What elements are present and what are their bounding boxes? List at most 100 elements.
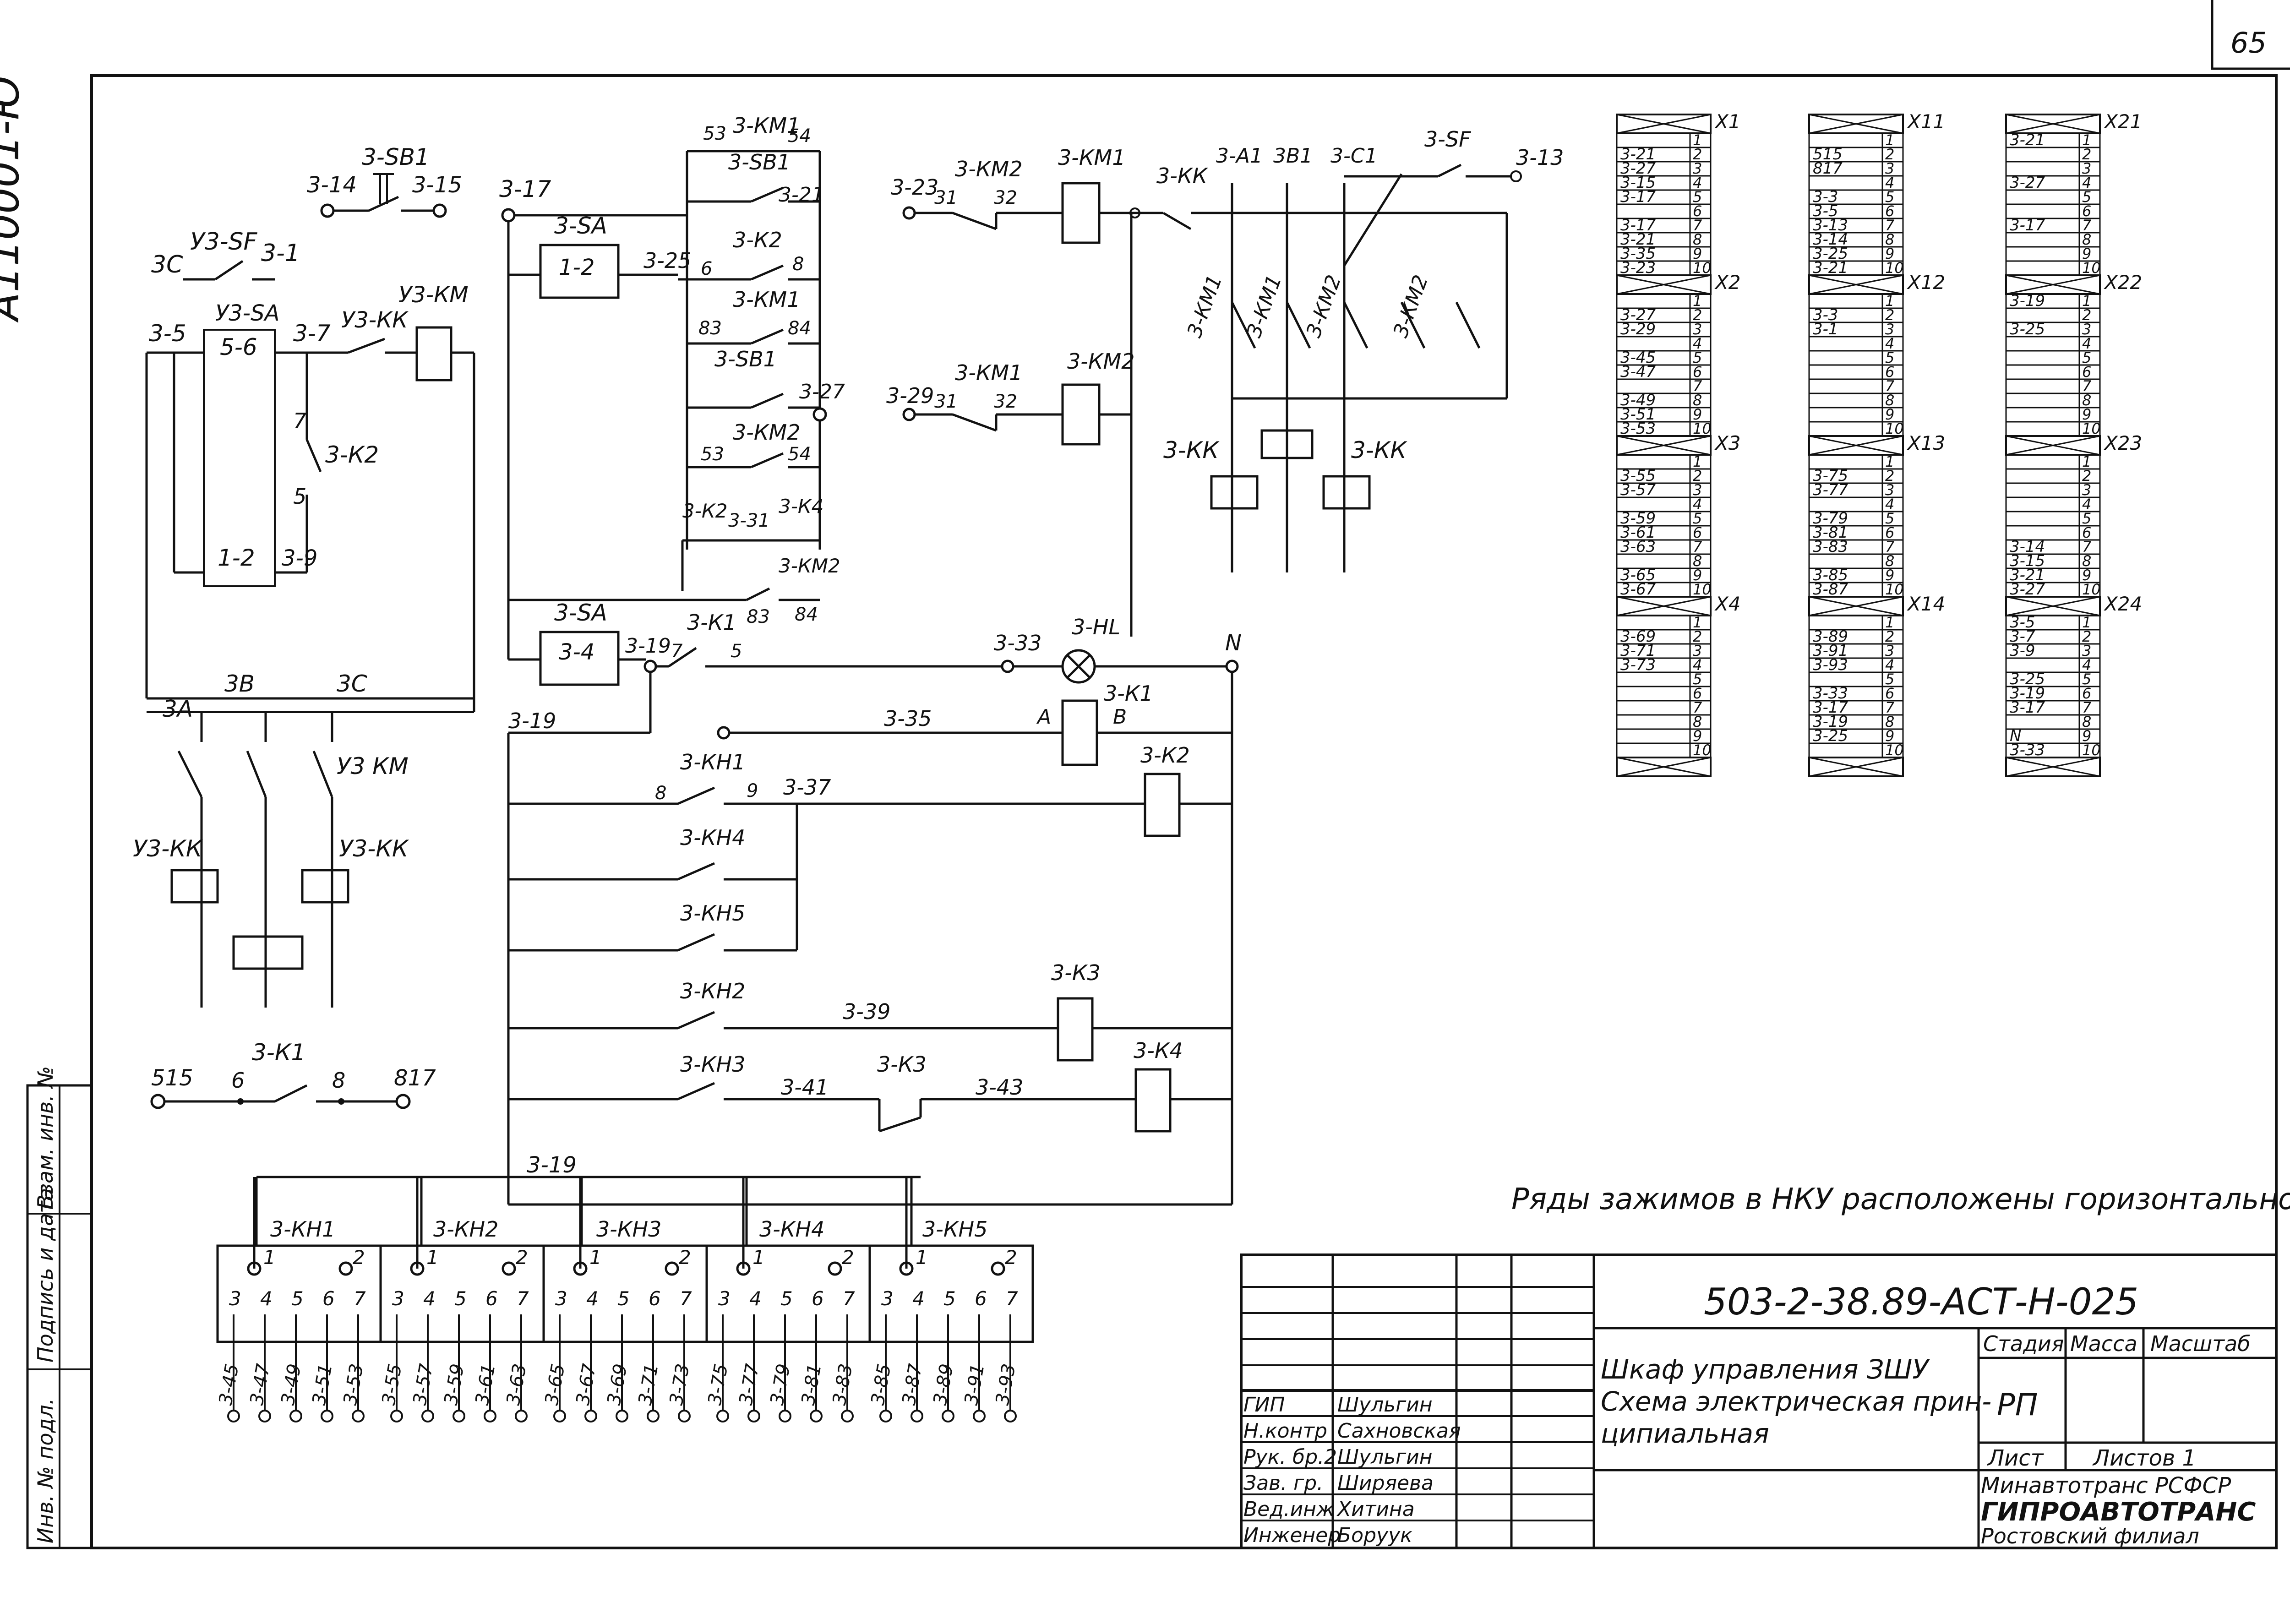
kn-pin xyxy=(502,1261,516,1276)
terminal-number: 3 xyxy=(1885,160,1894,177)
label: У3 КМ xyxy=(337,753,409,779)
terminal-wire-label: 3-59 xyxy=(1620,509,1656,528)
terminal-number: 3 xyxy=(2082,160,2091,177)
terminal-number: 9 xyxy=(2082,406,2091,423)
label: 3-43 xyxy=(976,1075,1023,1100)
doc-code: 503-2-38.89-АСТ-Н-025 xyxy=(1704,1281,2138,1323)
kn-pin-number: 6 xyxy=(812,1287,824,1310)
terminal-number: 6 xyxy=(1885,363,1894,381)
kn-pin-number: 3 xyxy=(718,1287,731,1310)
label: 3-13 xyxy=(1516,145,1564,170)
kn-terminal xyxy=(678,1410,691,1422)
terminal-wire-label: 3-13 xyxy=(1813,216,1848,234)
kn-pin-number: 7 xyxy=(1006,1287,1018,1310)
terminal-wire-label: 3-79 xyxy=(1813,509,1848,528)
label: 3-17 xyxy=(499,176,551,202)
u3-control-circuit: 3C У3-SF 3-1 У3-SA 3-5 3-7 У3-КК У3-КМ 5… xyxy=(133,228,475,1008)
terminal-wire-label: 3-91 xyxy=(1813,642,1848,660)
terminal-number: 2 xyxy=(1885,628,1894,645)
label: В xyxy=(1113,705,1127,729)
title-block-name: Шульгин xyxy=(1337,1445,1433,1469)
kn-pin xyxy=(247,1261,262,1276)
label: У3-SF xyxy=(190,228,258,256)
sheets-label: Листов 1 xyxy=(2092,1445,2196,1471)
terminal-group-name: X14 xyxy=(1907,593,1945,615)
terminal-wire-label: 3-21 xyxy=(1620,145,1656,163)
label: 53 xyxy=(701,444,724,465)
terminal-group-name: X12 xyxy=(1907,271,1945,294)
terminal-wire-label: 3-25 xyxy=(1813,727,1848,745)
label: 3C xyxy=(151,251,183,278)
label: 3-1 xyxy=(261,240,300,267)
terminal-number: 2 xyxy=(1693,467,1702,485)
terminal-wire-label: 3-1 xyxy=(1813,320,1838,338)
terminal-number: 5 xyxy=(1885,510,1894,527)
terminal-number: 8 xyxy=(1885,231,1894,248)
label: 3-КК xyxy=(1163,437,1220,463)
kn-pin-number: 1 xyxy=(589,1246,602,1269)
terminal-wire-label: 3-9 xyxy=(2010,642,2035,660)
kn-pin-number: 2 xyxy=(516,1246,528,1269)
terminal-group-name: X4 xyxy=(1714,593,1741,615)
kn-wire-label: 3-93 xyxy=(992,1362,1020,1406)
doc-title-line-2: Схема электрическая прин- xyxy=(1601,1386,1991,1417)
terminal-wire-label: 3-5 xyxy=(1813,202,1838,220)
terminal-group-name: X24 xyxy=(2104,593,2142,615)
kn-pin xyxy=(665,1261,679,1276)
terminal-wire-label: 3-19 xyxy=(1813,713,1848,731)
label: 3-КМ1 xyxy=(1058,145,1125,170)
label: 53 xyxy=(703,123,726,144)
terminal-number: 9 xyxy=(2082,567,2091,584)
kn-terminal xyxy=(747,1410,760,1422)
terminal-number: 3 xyxy=(1885,321,1894,338)
terminal-number: 4 xyxy=(1693,335,1702,352)
kn-pin xyxy=(573,1261,588,1276)
stamp-field-signature: Подпись и дата xyxy=(33,1188,58,1362)
label: 3А xyxy=(163,696,193,722)
terminal-number: 5 xyxy=(2082,670,2091,688)
kn-terminal xyxy=(289,1410,302,1422)
terminal-number: 4 xyxy=(2082,335,2091,352)
kn-terminal xyxy=(584,1410,597,1422)
kn-pin-number: 1 xyxy=(916,1246,928,1269)
kn-pin-number: 5 xyxy=(617,1287,630,1310)
kn-pin-number: 6 xyxy=(485,1287,498,1310)
terminal-wire-label: 3-23 xyxy=(1620,259,1656,277)
kn-wire-label: 3-87 xyxy=(899,1362,927,1407)
label: 3-КН5 xyxy=(680,901,745,926)
terminal-number: 4 xyxy=(1693,496,1702,513)
kn-wire-label: 3-61 xyxy=(472,1362,500,1406)
kn-block-frame xyxy=(868,1244,1034,1343)
terminal-wire-label: 3-55 xyxy=(1620,467,1656,485)
kn-wire-label: 3-67 xyxy=(572,1362,600,1407)
terminal-number: 5 xyxy=(1693,349,1702,366)
label: 3-А1 xyxy=(1216,144,1263,168)
terminal-wire-label: 3-47 xyxy=(1620,363,1656,381)
label: 3-37 xyxy=(783,775,831,800)
kn-wire-label: 3-69 xyxy=(604,1362,632,1406)
kn-block-label: 3-КН3 xyxy=(596,1217,661,1242)
label: 3-КМ2 xyxy=(955,157,1022,181)
terminal-wire-label: 3-89 xyxy=(1813,627,1848,646)
label: 83 xyxy=(698,318,722,339)
terminal-number: 6 xyxy=(1693,363,1702,381)
label: 3-КН4 xyxy=(680,825,745,850)
terminal-wire-label: 3-17 xyxy=(1620,188,1656,206)
kn-terminal xyxy=(258,1410,271,1422)
kn-terminal xyxy=(942,1410,954,1422)
sheet-label: Лист xyxy=(1987,1445,2045,1471)
terminal-number: 2 xyxy=(2082,306,2091,324)
terminal-wire-label: 3-73 xyxy=(1620,656,1656,674)
terminal-wire-label: 3-65 xyxy=(1620,566,1656,584)
terminal-number: 10 xyxy=(2082,581,2101,598)
kn-pin-number: 5 xyxy=(454,1287,467,1310)
left-side-stamp: Инв. № подл. Подпись и дата Взам. инв. № xyxy=(26,1066,93,1549)
label: 7 xyxy=(293,409,306,433)
kn-terminal xyxy=(453,1410,465,1422)
kn-block-label: 3-КН5 xyxy=(922,1217,987,1242)
